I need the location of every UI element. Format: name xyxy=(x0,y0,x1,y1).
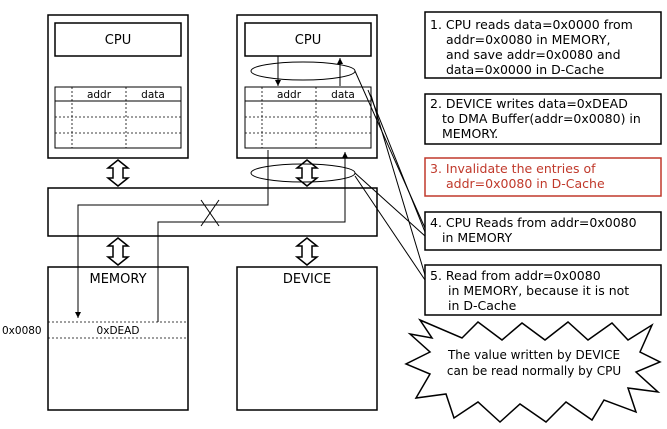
data-path-return-memory xyxy=(157,152,348,322)
cache-col-addr-left: addr xyxy=(87,89,112,101)
svg-text:addr=0x0080 in MEMORY,: addr=0x0080 in MEMORY, xyxy=(446,32,610,47)
bus-arrow-cpu-right xyxy=(294,159,320,187)
svg-text:in D-Cache: in D-Cache xyxy=(448,298,517,313)
step-note-2: 2. DEVICE writes data=0xDEAD to DMA Buff… xyxy=(424,93,662,145)
cache-col-addr-right: addr xyxy=(277,89,302,101)
svg-text:data=0x0000 in D-Cache: data=0x0000 in D-Cache xyxy=(446,62,604,77)
bus-arrow-device xyxy=(294,237,320,266)
cache-col-data-left: data xyxy=(141,89,165,101)
step-note-4: 4. CPU Reads from addr=0x0080 in MEMORY xyxy=(424,211,662,251)
dcache-table-left: addr data xyxy=(54,86,182,149)
memory-cell-value: 0xDEAD xyxy=(97,325,140,337)
step-note-3: 3. Invalidate the entries of addr=0x0080… xyxy=(424,157,662,197)
dcache-table-right: addr data xyxy=(244,86,372,149)
svg-text:3. Invalidate the entries of: 3. Invalidate the entries of xyxy=(430,161,596,176)
svg-text:MEMORY.: MEMORY. xyxy=(442,126,498,141)
svg-text:to DMA Buffer(addr=0x0080) in: to DMA Buffer(addr=0x0080) in xyxy=(442,111,641,126)
cpu-core-left xyxy=(54,22,182,57)
memory-block: MEMORY 0xDEAD 0x0080 xyxy=(2,266,189,411)
step-note-1: 1. CPU reads data=0x0000 from addr=0x008… xyxy=(424,11,662,79)
device-label: DEVICE xyxy=(283,272,331,287)
cpu-label-left: CPU xyxy=(105,33,131,48)
cpu-block-left: CPU addr data xyxy=(47,14,189,159)
data-path-read-memory xyxy=(75,150,269,318)
system-bus xyxy=(47,187,378,237)
svg-text:5. Read from addr=0x0080: 5. Read from addr=0x0080 xyxy=(430,268,601,283)
cpu-label-right: CPU xyxy=(295,33,321,48)
step-note-5: 5. Read from addr=0x0080 in MEMORY, beca… xyxy=(424,264,662,316)
svg-text:2. DEVICE writes data=0xDEAD: 2. DEVICE writes data=0xDEAD xyxy=(430,96,628,111)
conclusion-callout: The value written by DEVICE can be read … xyxy=(404,318,662,424)
svg-text:can be read normally by CPU: can be read normally by CPU xyxy=(447,364,621,378)
svg-text:1. CPU reads data=0x0000 from: 1. CPU reads data=0x0000 from xyxy=(430,17,633,32)
svg-text:4. CPU Reads from addr=0x0080: 4. CPU Reads from addr=0x0080 xyxy=(430,215,637,230)
svg-text:and save addr=0x0080 and: and save addr=0x0080 and xyxy=(446,47,621,62)
device-block: DEVICE xyxy=(236,266,378,411)
svg-text:The value written by DEVICE: The value written by DEVICE xyxy=(447,348,620,362)
bus-arrow-cpu-left xyxy=(105,159,131,187)
leader-lines xyxy=(354,70,426,281)
svg-text:in MEMORY: in MEMORY xyxy=(442,230,513,245)
bus-arrow-memory xyxy=(105,237,131,266)
cpu-block-right: CPU addr data xyxy=(236,14,378,159)
data-path-cpu-to-cache xyxy=(275,56,343,86)
cache-col-data-right: data xyxy=(331,89,355,101)
memory-address-label: 0x0080 xyxy=(2,325,42,337)
bus-crossing-mark xyxy=(200,199,220,227)
cpu-core-right xyxy=(244,22,372,57)
svg-text:addr=0x0080 in D-Cache: addr=0x0080 in D-Cache xyxy=(446,176,605,191)
svg-text:in MEMORY, because it is not: in MEMORY, because it is not xyxy=(448,283,629,298)
memory-label: MEMORY xyxy=(89,272,146,287)
